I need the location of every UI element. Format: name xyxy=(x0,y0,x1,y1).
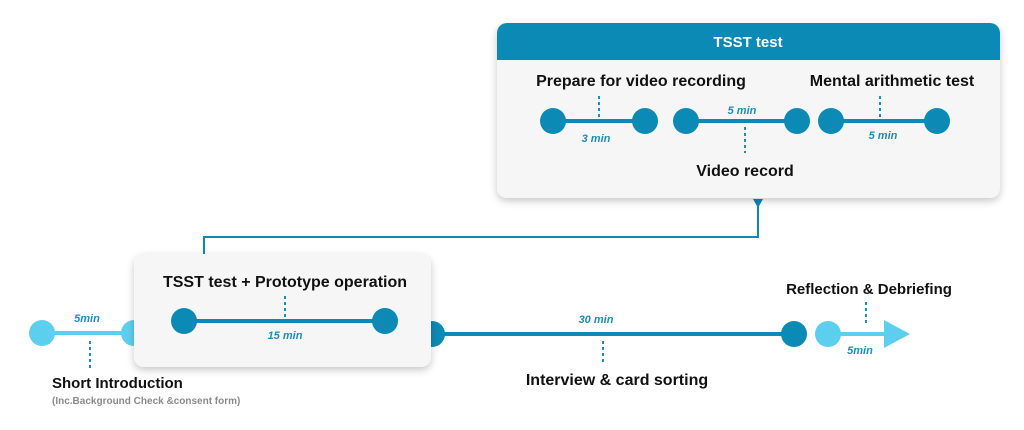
prototype-end-node xyxy=(372,308,398,334)
interview-label: Interview & card sorting xyxy=(526,372,708,389)
prepare-step: Prepare for video recording 3 min xyxy=(536,73,746,145)
record-step: 5 min Video record xyxy=(673,105,810,180)
arrow-right-icon xyxy=(884,320,910,348)
arithmetic-end-node xyxy=(924,108,950,134)
prepare-end-node xyxy=(632,108,658,134)
prototype-start-node xyxy=(171,308,197,334)
tsst-panel: TSST test Prepare for video recording 3 … xyxy=(497,23,1000,198)
reflection-segment xyxy=(815,302,910,348)
record-end-node xyxy=(784,108,810,134)
arithmetic-start-node xyxy=(818,108,844,134)
reflection-time: 5min xyxy=(847,345,873,357)
intro-label: Short Introduction xyxy=(52,375,183,392)
prepare-label: Prepare for video recording xyxy=(536,73,746,90)
prepare-start-node xyxy=(540,108,566,134)
record-time: 5 min xyxy=(728,105,757,117)
connector-start-triangle xyxy=(753,199,763,208)
interview-time: 30 min xyxy=(579,314,614,326)
interview-end-node xyxy=(781,321,807,347)
tsst-panel-header: TSST test xyxy=(713,34,782,51)
record-start-node xyxy=(673,108,699,134)
record-label: Video record xyxy=(696,163,794,180)
arithmetic-time: 5 min xyxy=(869,130,898,142)
reflection-label: Reflection & Debriefing xyxy=(786,281,952,298)
arithmetic-step: Mental arithmetic test 5 min xyxy=(810,73,975,142)
intro-start-node xyxy=(29,320,55,346)
intro-time: 5min xyxy=(74,313,100,325)
interview-segment xyxy=(419,321,807,364)
prototype-card: TSST test + Prototype operation 15 min xyxy=(134,254,431,367)
intro-segment xyxy=(29,320,147,368)
intro-sublabel: (Inc.Background Check &consent form) xyxy=(52,396,240,407)
prototype-label: TSST test + Prototype operation xyxy=(163,274,407,291)
prototype-time: 15 min xyxy=(268,330,303,342)
arithmetic-label: Mental arithmetic test xyxy=(810,73,975,90)
prepare-time: 3 min xyxy=(582,133,611,145)
reflection-start-node xyxy=(815,321,841,347)
